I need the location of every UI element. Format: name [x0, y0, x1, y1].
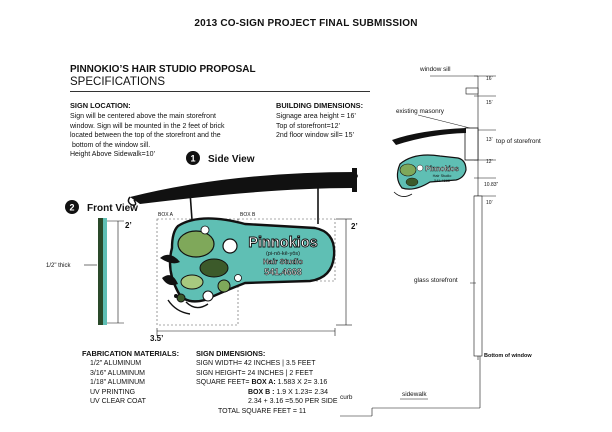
- curb-label: curb: [340, 394, 353, 401]
- fabrication-item: 1/18" ALUMINUM: [90, 379, 146, 387]
- sign-dimensions-section: SIGN DIMENSIONS: SIGN WIDTH= 42 INCHES |…: [196, 349, 366, 417]
- side-view-width-label: 3.5’: [150, 334, 163, 343]
- sign-location-section: SIGN LOCATION: Sign will be centered abo…: [70, 101, 280, 160]
- window-sill-shape: [465, 87, 479, 95]
- sign-location-line: bottom of the window sill.: [70, 141, 151, 149]
- sign-height-line: SIGN HEIGHT= 24 INCHES | 2 FEET: [196, 369, 314, 377]
- specifications-heading: SPECIFICATIONS: [70, 76, 165, 88]
- total-square-feet: TOTAL SQUARE FEET = 11: [218, 407, 307, 415]
- elevation-dim-13: 13’: [486, 137, 493, 143]
- front-view-number: 2: [69, 203, 74, 213]
- elevation-drawing: Pinnokios Hair Studio 541.4668 16’ 15’ 1…: [340, 75, 499, 417]
- mounting-bracket: [130, 172, 358, 204]
- front-view-label: Front View: [87, 203, 138, 214]
- elevation-sign-name: Pinnokios: [425, 166, 459, 173]
- square-feet-sum: 2.34 + 3.16 =5.50 PER SIDE: [248, 398, 338, 406]
- side-view-drawing: BOX A BOX B Pinnokios (pi-nō-kē-yōs) Hai…: [127, 168, 358, 343]
- elevation-sign-phone: 541.4668: [434, 179, 450, 183]
- fabrication-item: 3/16" ALUMINUM: [90, 369, 146, 377]
- elevation-bracket: [392, 128, 466, 145]
- proposal-title: PINNOKIO’S HAIR STUDIO PROPOSAL: [70, 64, 256, 75]
- front-view-panel: [98, 218, 103, 325]
- existing-masonry-label: existing masonry: [396, 108, 444, 115]
- building-dimensions-heading: BUILDING DIMENSIONS:: [276, 101, 364, 110]
- bottom-of-window-label: Bottom of window: [484, 353, 532, 359]
- elevation-dim-15: 15’: [486, 100, 493, 106]
- building-dimension-line: Signage area height = 16’: [276, 113, 356, 120]
- side-view-number: 1: [190, 154, 195, 164]
- elevation-dim-10: 10’: [486, 200, 493, 206]
- hanging-chain-left: [189, 191, 193, 221]
- sign-dimensions-heading: SIGN DIMENSIONS:: [196, 349, 266, 358]
- building-dimension-line: Top of storefront=12’: [276, 122, 341, 130]
- sign-width-line: SIGN WIDTH= 42 INCHES | 3.5 FEET: [196, 360, 316, 367]
- sign-business-name: Pinnokios: [248, 235, 317, 251]
- box-a-label: BOX A: [158, 212, 174, 218]
- sidewalk-label: sidewalk: [402, 391, 427, 398]
- box-b-calc-label: BOX B :: [248, 388, 275, 396]
- box-a-calc: 1.583 X 2= 3.16: [275, 379, 328, 387]
- square-feet-line: SQUARE FEET= BOX A: 1.583 X 2= 3.16: [196, 378, 366, 388]
- sign-location-line: located between the top of the storefron…: [70, 132, 221, 140]
- sign-location-line: window. Sign will be mounted in the 2 fe…: [70, 122, 225, 130]
- front-view-panel-face: [103, 218, 107, 325]
- front-view-number-badge: [65, 200, 79, 214]
- front-view-drawing: 2’ 1/2" thick: [46, 218, 132, 325]
- fabrication-list: 1/2" ALUMINUM 3/16" ALUMINUM 1/18" ALUMI…: [82, 359, 192, 407]
- top-of-storefront-label: top of storefront: [496, 138, 541, 145]
- square-feet-prefix: SQUARE FEET=: [196, 379, 252, 387]
- elevation-dim-10-83: 10.83”: [484, 182, 499, 188]
- fabrication-item: 1/2" ALUMINUM: [90, 360, 142, 367]
- fabrication-item: UV CLEAR COAT: [90, 398, 146, 406]
- bracket-wall-plate: [352, 168, 357, 192]
- building-dimensions-text: Signage area height = 16’ Top of storefr…: [276, 112, 406, 141]
- sign-phone: 541.4668: [264, 267, 302, 277]
- sign-location-heading: SIGN LOCATION:: [70, 101, 131, 110]
- box-b-line: BOX B : 1.9 X 1.23= 2.34: [196, 388, 366, 398]
- front-view-thickness-label: 1/2" thick: [46, 263, 71, 269]
- fabrication-materials-section: FABRICATION MATERIALS: 1/2" ALUMINUM 3/1…: [82, 349, 192, 407]
- sign-location-text: Sign will be centered above the main sto…: [70, 112, 280, 160]
- elevation-dim-12: 12’: [486, 159, 493, 165]
- fabrication-item: UV PRINTING: [90, 388, 136, 396]
- existing-masonry-shape: [464, 127, 479, 161]
- building-dimension-line: 2nd floor window sill= 15’: [276, 132, 355, 140]
- building-dimensions-section: BUILDING DIMENSIONS: Signage area height…: [276, 101, 406, 141]
- box-b-label: BOX B: [240, 212, 256, 218]
- front-view-height-label: 2’: [125, 221, 132, 230]
- sign-subtitle: Hair Studio: [263, 257, 303, 266]
- box-b-calc: 1.9 X 1.23= 2.34: [274, 388, 328, 396]
- side-view-height-label: 2’: [351, 222, 358, 231]
- sign-foliage-decoration: [160, 225, 242, 315]
- side-view-label: Side View: [208, 154, 255, 165]
- sign-location-line: Height Above Sidewalk=10’: [70, 151, 156, 159]
- sign-pronunciation: (pi-nō-kē-yōs): [266, 251, 300, 257]
- fabrication-heading: FABRICATION MATERIALS:: [82, 349, 180, 358]
- heading-rule: [70, 91, 370, 92]
- glass-storefront-shape: [473, 195, 483, 357]
- sheet-title: 2013 CO-SIGN PROJECT FINAL SUBMISSION: [194, 18, 418, 29]
- sign-location-line: Sign will be centered above the main sto…: [70, 113, 216, 120]
- elevation-sign-subtitle: Hair Studio: [433, 174, 452, 178]
- window-sill-label: window sill: [420, 66, 451, 73]
- box-a-calc-label: BOX A:: [251, 379, 276, 387]
- glass-storefront-label: glass storefront: [414, 277, 458, 284]
- sign-dimensions-list: SIGN WIDTH= 42 INCHES | 3.5 FEET SIGN HE…: [196, 359, 366, 417]
- side-view-number-badge: [186, 151, 200, 165]
- elevation-dim-16: 16’: [486, 76, 493, 82]
